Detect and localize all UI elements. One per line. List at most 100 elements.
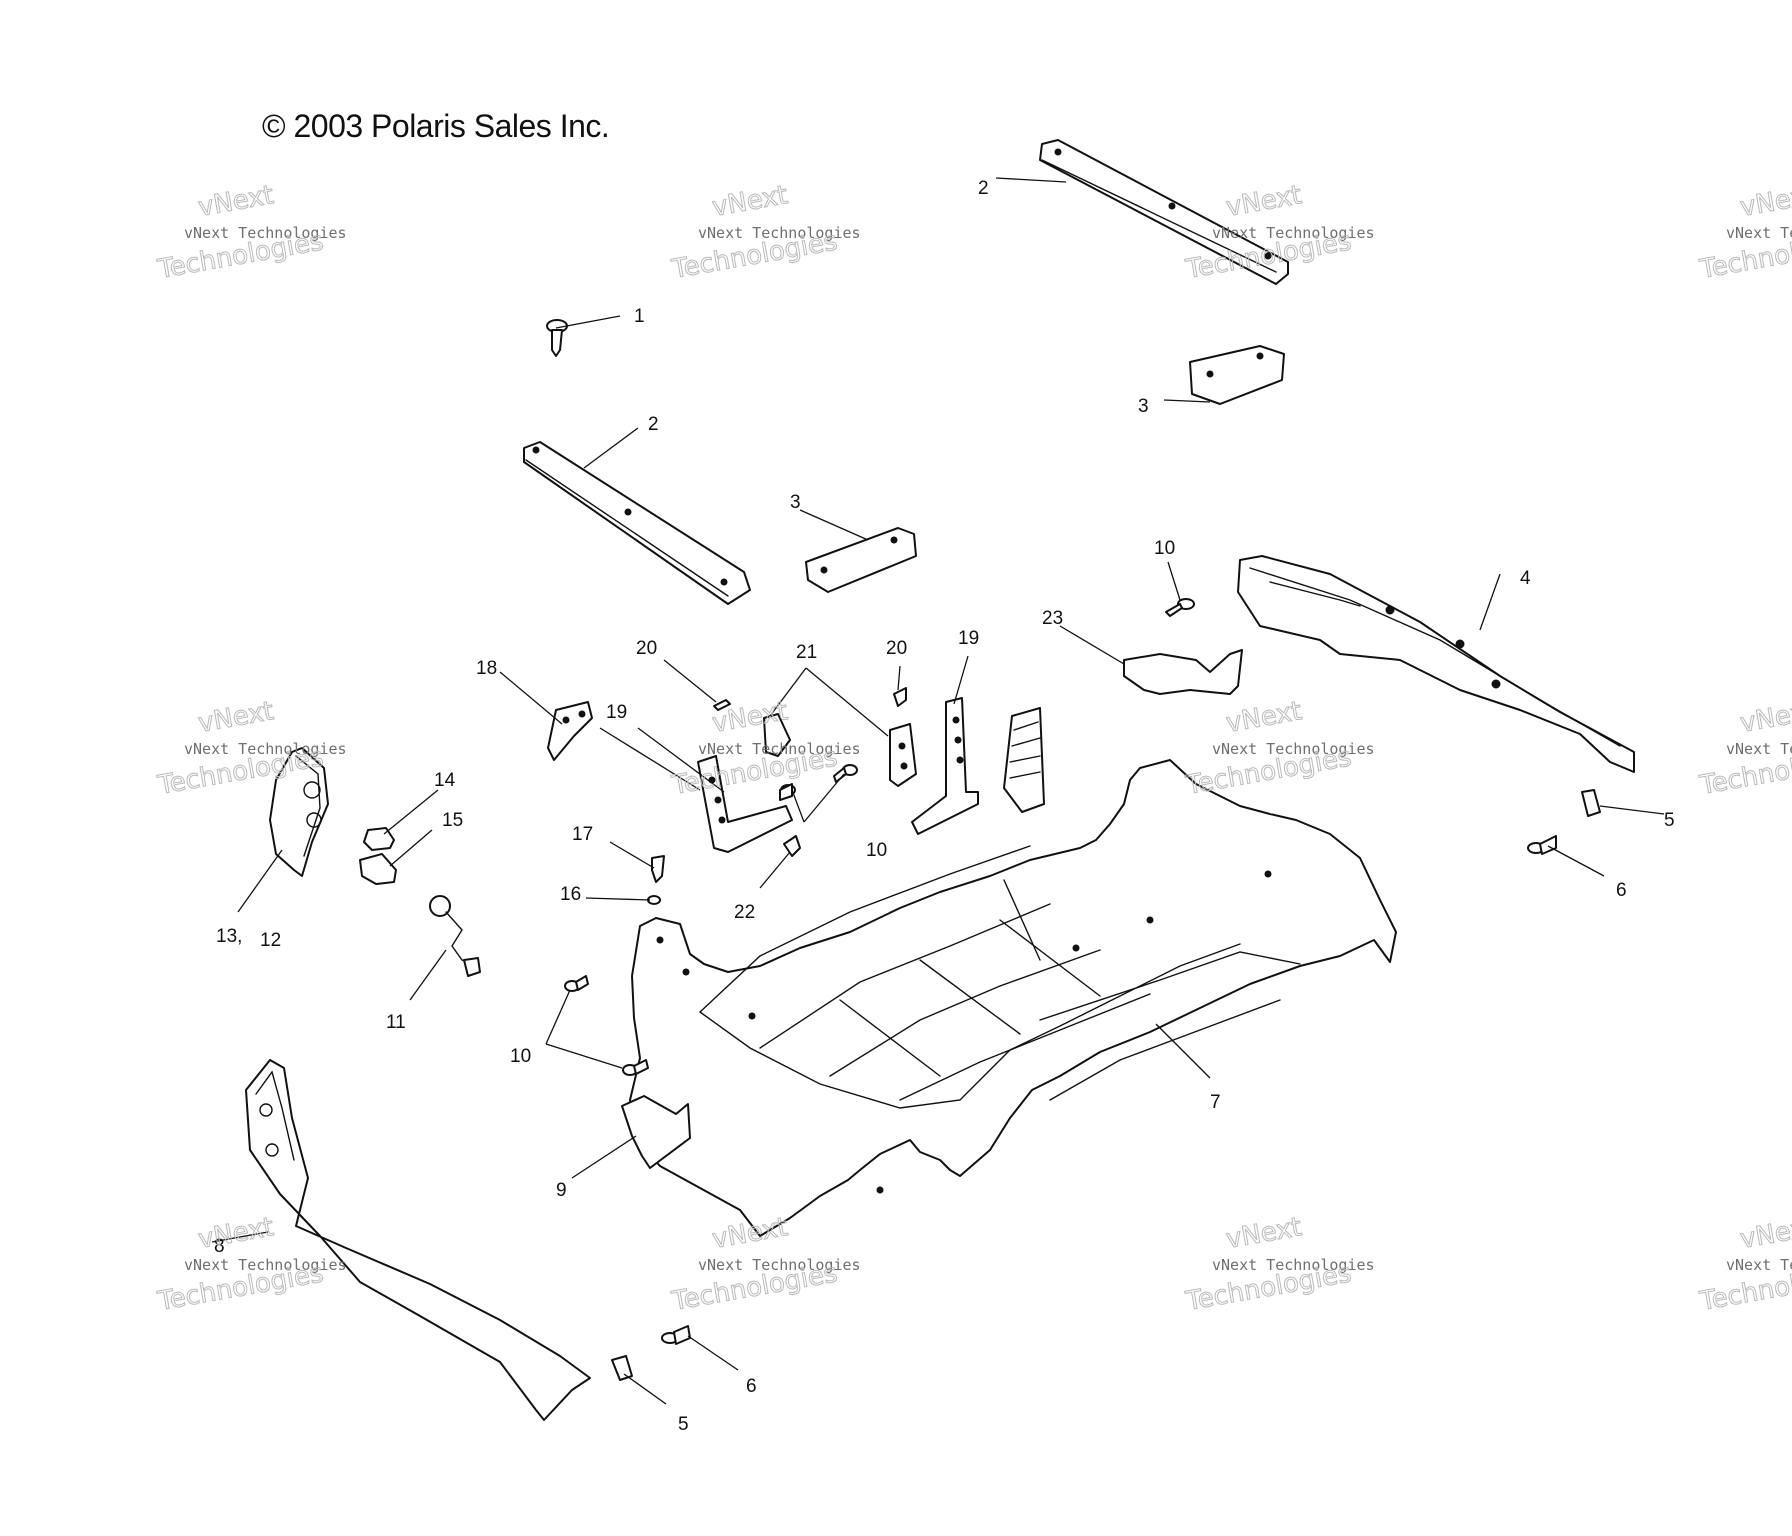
callout-19-right: 19	[958, 628, 979, 649]
callout-5-left: 5	[678, 1414, 689, 1435]
watermark-10: vNext vNext Technologies Technologies	[669, 1212, 861, 1318]
part-21-clip-left	[763, 713, 791, 757]
watermark-small: vNext Technologies	[1212, 740, 1375, 758]
watermark-6: vNext vNext Technologies Technologies	[669, 696, 861, 802]
callout-15: 15	[442, 810, 463, 831]
part-9-bracket	[621, 1095, 691, 1169]
part-23-bracket	[1123, 649, 1243, 695]
watermark-big-top: vNext	[196, 696, 276, 739]
callout-20-right: 20	[886, 638, 907, 659]
watermark-small: vNext Technologies	[184, 740, 347, 758]
part-19-bracket-left	[697, 755, 793, 853]
callout-10-middle: 10	[866, 840, 887, 861]
callout-1: 1	[634, 306, 645, 327]
callout-3-lower: 3	[790, 492, 801, 513]
watermark-small: vNext Technologies	[1726, 740, 1792, 758]
leader-lines	[211, 177, 1665, 1405]
part-22-push-rivet	[783, 835, 801, 857]
callout-12: 12	[260, 930, 281, 951]
callout-22: 22	[734, 902, 755, 923]
callout-6-right: 6	[1616, 880, 1627, 901]
watermark-big-top: vNext	[710, 1212, 790, 1255]
callout-14: 14	[434, 770, 456, 791]
callout-2-upper: 2	[978, 178, 989, 199]
callout-3-upper: 3	[1138, 396, 1149, 417]
watermark-big-top: vNext	[1224, 696, 1304, 739]
part-5-nut-right	[1581, 789, 1601, 817]
watermark-2: vNext vNext Technologies Technologies	[669, 180, 861, 286]
part-3-bracket-left	[805, 527, 917, 593]
part-13-tail-lamp	[269, 747, 329, 877]
callout-2-lower: 2	[648, 414, 659, 435]
watermark-4: vNext vNext Technologies Technologies	[1697, 180, 1792, 286]
part-6-screw-left	[661, 1325, 691, 1345]
watermark-big-top: vNext	[1224, 1212, 1304, 1255]
part-17-screw	[651, 855, 665, 883]
callout-17: 17	[572, 824, 593, 845]
watermark-small: vNext Technologies	[1726, 1256, 1792, 1274]
callout-7: 7	[1210, 1092, 1221, 1113]
callout-10-lower: 10	[510, 1046, 531, 1067]
watermark-small: vNext Technologies	[698, 224, 861, 242]
part-15-bulb	[359, 853, 397, 885]
watermark-small: vNext Technologies	[184, 1256, 347, 1274]
part-2-upper-crossbar	[1039, 139, 1289, 285]
part-18-bracket	[547, 701, 593, 761]
callout-20-left: 20	[636, 638, 657, 659]
watermark-small: vNext Technologies	[1212, 224, 1375, 242]
callout-5-right: 5	[1664, 810, 1675, 831]
part-11-socket-harness	[429, 895, 481, 977]
watermark-11: vNext vNext Technologies Technologies	[1183, 1212, 1375, 1318]
watermark-7: vNext vNext Technologies Technologies	[1183, 696, 1375, 802]
callout-8: 8	[214, 1236, 225, 1257]
part-14-bulb	[363, 827, 395, 851]
part-21-clip-right	[889, 723, 917, 787]
callout-labels: 1 2 2 3 3 4 5 5 6 6 7 8 9 10 10 10 11 12…	[214, 178, 1675, 1435]
callout-6-left: 6	[746, 1376, 757, 1397]
part-10-screw-lower-b	[622, 1059, 649, 1076]
watermark-big-top: vNext	[1224, 180, 1304, 223]
watermark-big-top: vNext	[196, 180, 276, 223]
part-10-screw-middle-left	[779, 783, 796, 801]
copyright-notice: © 2003 Polaris Sales Inc.	[262, 108, 610, 144]
part-20-screw-left	[713, 699, 731, 711]
part-20-screw-right	[893, 687, 907, 707]
watermark-8: vNext vNext Technologies Technologies	[1697, 696, 1792, 802]
callout-11: 11	[386, 1012, 406, 1033]
watermark-big-top: vNext	[196, 1212, 276, 1255]
part-7-rear-cab	[629, 707, 1397, 1237]
part-2-lower-crossbar	[523, 441, 751, 605]
watermark-small: vNext Technologies	[184, 224, 347, 242]
part-3-bracket-right	[1189, 345, 1285, 405]
callout-10-upper: 10	[1154, 538, 1175, 559]
watermark-small: vNext Technologies	[698, 740, 861, 758]
part-10-screw-lower-a	[564, 975, 589, 992]
watermark-12: vNext vNext Technologies Technologies	[1697, 1212, 1792, 1318]
callout-4: 4	[1520, 568, 1531, 589]
watermark-big-top: vNext	[710, 180, 790, 223]
part-10-screw-upper	[1165, 598, 1195, 617]
part-4-right-fender	[1237, 555, 1635, 773]
watermark-big-top: vNext	[1738, 1212, 1792, 1255]
watermark-1: vNext vNext Technologies Technologies	[155, 180, 347, 286]
part-5-nut-left	[611, 1355, 633, 1381]
part-1-screw	[546, 319, 568, 357]
watermark-big-top: vNext	[1738, 180, 1792, 223]
callout-18: 18	[476, 658, 497, 679]
callout-19-left: 19	[606, 702, 627, 723]
watermark-big-top: vNext	[1738, 696, 1792, 739]
callout-23: 23	[1042, 608, 1063, 629]
watermark-small: vNext Technologies	[1726, 224, 1792, 242]
watermark-small: vNext Technologies	[698, 1256, 861, 1274]
watermark-9: vNext vNext Technologies Technologies	[155, 1212, 347, 1318]
watermark-small: vNext Technologies	[1212, 1256, 1375, 1274]
part-8-left-fender	[245, 1059, 591, 1421]
callout-16: 16	[560, 884, 581, 905]
callout-13: 13,	[216, 926, 242, 947]
part-6-screw-right	[1527, 835, 1557, 855]
callout-9: 9	[556, 1180, 567, 1201]
part-19-bracket-right	[911, 697, 979, 835]
callout-21: 21	[796, 642, 817, 663]
